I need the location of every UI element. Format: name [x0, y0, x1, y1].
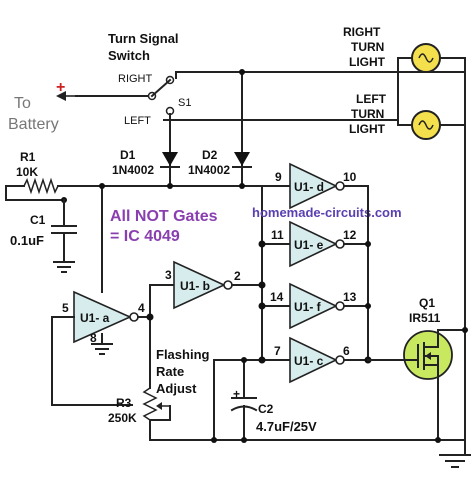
left-lamp-label-3: LIGHT	[349, 122, 386, 136]
pin-13: 13	[343, 290, 357, 304]
c2-plus: +	[233, 387, 240, 401]
pin-2: 2	[234, 269, 241, 283]
ic-note-line-2: = IC 4049	[110, 228, 180, 245]
diode-d1	[160, 139, 180, 187]
d2-part: 1N4002	[188, 163, 230, 177]
gate-u1a-label: U1- a	[80, 311, 110, 325]
capacitor-c2	[213, 357, 258, 441]
right-turn-lamp	[411, 43, 441, 73]
gate-u1a	[51, 290, 151, 406]
turn-signal-switch	[75, 75, 175, 141]
left-lamp-label-2: TURN	[351, 107, 384, 121]
left-lamp-label-1: LEFT	[356, 92, 387, 106]
switch-title-1: Turn Signal	[108, 31, 179, 46]
left-turn-lamp	[411, 110, 441, 140]
c1-value: 0.1uF	[10, 233, 44, 248]
pin-6: 6	[343, 344, 350, 358]
switch-s1-label: S1	[178, 97, 191, 109]
capacitor-c1	[51, 199, 77, 273]
c1-label: C1	[30, 213, 46, 227]
ic-note-line-1: All NOT Gates	[110, 208, 218, 225]
right-lamp-label-1: RIGHT	[343, 25, 381, 39]
right-lamp-label-3: LIGHT	[349, 55, 386, 69]
q1-label: Q1	[419, 296, 435, 310]
pin-5: 5	[62, 301, 69, 315]
right-lamp-label-2: TURN	[351, 40, 384, 54]
switch-right-label: RIGHT	[118, 73, 153, 85]
pin-10: 10	[343, 170, 357, 184]
gate-u1c-label: U1- c	[294, 354, 324, 368]
d1-part: 1N4002	[112, 163, 154, 177]
watermark: homemade-circuits.com	[252, 205, 402, 220]
battery-plus: +	[56, 79, 65, 96]
ground-bus	[149, 437, 471, 468]
gate-u1f-label: U1- f	[294, 300, 322, 314]
supply-rail	[5, 177, 291, 361]
q1-part: IR511	[409, 311, 441, 325]
switch-title-2: Switch	[108, 48, 150, 63]
rate-label-3: Adjust	[156, 381, 197, 396]
gate-u1b	[146, 260, 266, 361]
gate-inputs-bus	[213, 185, 291, 441]
c2-value: 4.7uF/25V	[256, 419, 317, 434]
lamp-wiring	[163, 57, 466, 456]
gate-u1c	[289, 185, 405, 384]
gate-u1d	[289, 162, 369, 210]
r1-label: R1	[20, 150, 36, 164]
gate-u1e-label: U1- e	[294, 238, 324, 252]
pin-7: 7	[274, 344, 281, 358]
d2-label: D2	[202, 148, 218, 162]
pin-9: 9	[275, 170, 282, 184]
potentiometer-r3	[51, 359, 171, 439]
d1-label: D1	[120, 148, 136, 162]
rate-label-1: Flashing	[156, 347, 210, 362]
gate-u1e	[289, 220, 369, 268]
r3-label: R3	[116, 396, 132, 410]
pin-11: 11	[271, 228, 284, 242]
r3-value: 250K	[108, 411, 137, 425]
gate-u1f	[289, 282, 369, 330]
pin-4: 4	[138, 301, 145, 315]
to-battery-label-1: To	[14, 95, 31, 112]
pin-14: 14	[270, 290, 284, 304]
battery-arrow	[56, 91, 78, 101]
gate-u1b-label: U1- b	[180, 279, 210, 293]
c2-label: C2	[258, 402, 274, 416]
pin-8: 8	[90, 331, 97, 345]
pin-3: 3	[165, 268, 172, 282]
switch-left-label: LEFT	[124, 115, 151, 127]
gate-u1d-label: U1- d	[294, 180, 324, 194]
rate-label-2: Rate	[156, 364, 184, 379]
to-battery-label-2: Battery	[8, 116, 59, 133]
pin-12: 12	[343, 228, 357, 242]
mosfet-q1	[403, 327, 468, 441]
diode-d2	[232, 69, 252, 187]
r1-value: 10K	[16, 165, 38, 179]
